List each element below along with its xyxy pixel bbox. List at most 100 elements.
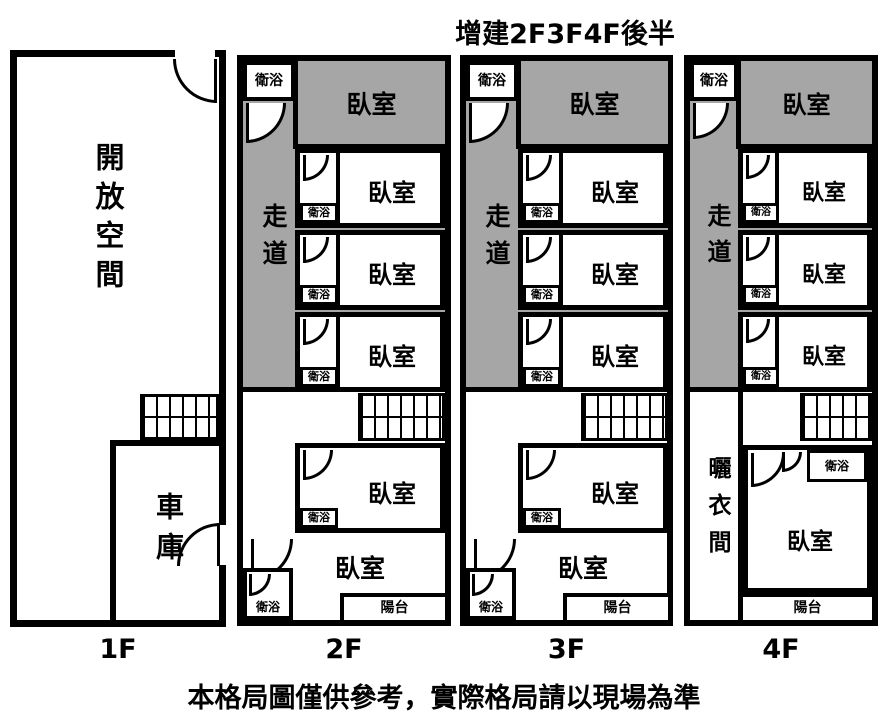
wall [690,387,872,392]
door-arc [782,452,802,472]
floorplan-3f-inner: 衛浴 臥室 走道 衛浴 臥室 衛浴 臥室 衛浴 臥室 [466,61,668,620]
floorplan-1f: 開放空間 車庫 [10,50,226,627]
floor-label-2f: 2F [325,634,363,665]
room-label-bathroom: 衛浴 [255,600,280,614]
room-label-bathroom: 衛浴 [300,285,338,305]
bathroom-stall [300,235,340,305]
room-label-drying-room: 曬衣間 [704,456,730,567]
room-label-corridor: 走道 [259,203,288,277]
room-label-bedroom: 臥室 [368,343,416,371]
room-label-bedroom: 臥室 [782,91,831,119]
bedroom: 衛浴 臥室 [738,312,872,392]
room-label-bedroom: 臥室 [591,261,639,289]
stairs [581,393,668,441]
stairs [140,394,219,440]
floor-label-4f: 4F [762,634,800,665]
room-label-bathroom: 衛浴 [300,367,338,387]
wall [736,61,741,149]
room-label-bedroom: 臥室 [368,179,416,207]
room-label-bathroom: 衛浴 [690,61,738,101]
bathroom-stall [743,153,779,223]
room-label-balcony: 陽台 [340,593,445,620]
room-label-bedroom: 臥室 [591,343,639,371]
bedroom: 衛浴 臥室 [518,443,668,533]
room-label-bathroom: 衛浴 [300,203,338,223]
wall [293,144,445,149]
room-label-bathroom: 衛浴 [743,285,779,305]
bathroom-stall [743,235,779,305]
door-opening [219,525,226,565]
room-label-bedroom: 臥室 [801,181,846,206]
bedroom: 衛浴 臥室 [738,148,872,228]
door-arc [249,574,271,596]
bedroom: 衛浴 臥室 [518,312,668,392]
room-label-bedroom: 臥室 [787,529,833,555]
room-label-corridor: 走道 [482,203,511,277]
stairs [358,393,445,441]
bedroom: 衛浴 臥室 [738,230,872,310]
room-label-bedroom: 臥室 [346,90,397,119]
wall [736,144,872,149]
room-label-bedroom: 臥室 [801,345,846,370]
wall [738,392,743,620]
room-label-bedroom: 臥室 [368,261,416,289]
bathroom-stall [743,317,779,387]
stairs [800,393,872,441]
bedroom: 衛浴 臥室 [295,148,445,228]
room-label-bedroom: 臥室 [569,90,620,119]
bedroom: 衛浴 臥室 [518,230,668,310]
wall [516,144,668,149]
room-label-bathroom: 衛浴 [478,600,503,614]
floorplan-4f-inner: 衛浴 臥室 走道 衛浴 臥室 衛浴 臥室 衛浴 臥室 [690,61,872,620]
door-arc [173,59,217,103]
bathroom-stall [300,153,340,223]
wall [516,61,521,149]
room-label-bedroom: 臥室 [557,554,608,583]
room-label-balcony: 陽台 [743,593,872,620]
room-label-bathroom: 衛浴 [807,450,867,482]
room-label-bathroom: 衛浴 [243,61,295,101]
room-label-bedroom: 臥室 [334,554,385,583]
room-label-bedroom: 臥室 [591,179,639,207]
room-label-bathroom: 衛浴 [466,61,518,101]
bedroom: 衛浴 臥室 [295,312,445,392]
room-label-corridor: 走道 [703,203,731,275]
room-label-bathroom: 衛浴 [743,367,779,387]
room-label-bedroom: 臥室 [591,480,639,508]
bathroom: 衛浴 [466,568,516,620]
floorplan-4f: 衛浴 臥室 走道 衛浴 臥室 衛浴 臥室 衛浴 臥室 [684,55,878,626]
bathroom: 衛浴 [243,568,293,620]
floorplan-1f-inner: 開放空間 車庫 [17,50,226,620]
room-label-bathroom: 衛浴 [523,508,561,528]
floorplan-3f: 衛浴 臥室 走道 衛浴 臥室 衛浴 臥室 衛浴 臥室 [460,55,673,626]
bedroom: 衛浴 臥室 [295,230,445,310]
room-label-open-space: 開放空間 [91,142,125,298]
floor-label-1f: 1F [99,634,137,665]
room-label-bathroom: 衛浴 [523,367,561,387]
disclaimer-text: 本格局圖僅供參考，實際格局請以現場為準 [187,683,701,714]
room-label-bathroom: 衛浴 [523,285,561,305]
bedroom: 衛浴 臥室 [295,443,445,533]
door-arc [303,450,333,480]
room-label-bedroom: 臥室 [368,480,416,508]
floorplan-2f: 衛浴 臥室 走道 衛浴 臥室 衛浴 臥室 衛浴 臥室 [237,55,451,626]
room-label-bathroom: 衛浴 [300,508,338,528]
bathroom-stall [523,153,563,223]
wall [466,387,668,392]
room-label-bedroom: 臥室 [801,263,846,288]
room-label-bathroom: 衛浴 [743,203,779,223]
room-label-balcony: 陽台 [563,593,668,620]
bedroom: 衛浴 臥室 [743,445,872,593]
wall [243,387,445,392]
bedroom: 衛浴 臥室 [518,148,668,228]
door-arc [751,453,785,487]
wall [110,440,116,620]
wall [110,440,219,446]
bathroom-stall [523,317,563,387]
room-label-bathroom: 衛浴 [523,203,561,223]
bathroom-stall [300,317,340,387]
wall [293,61,298,149]
page-title: 增建2F3F4F後半 [455,19,675,50]
floor-label-3f: 3F [547,634,586,665]
